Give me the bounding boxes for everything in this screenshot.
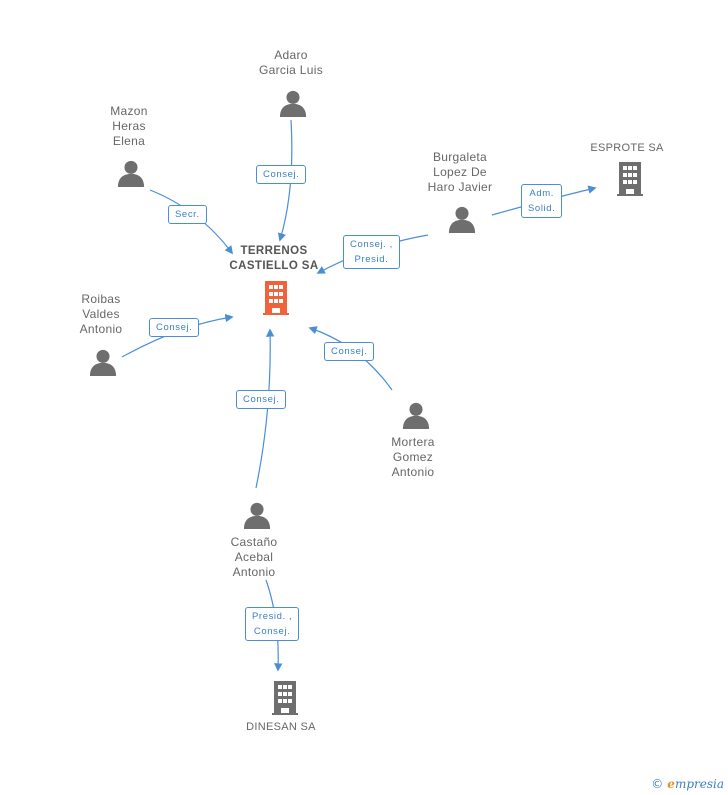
node-label-burgaleta[interactable]: Burgaleta Lopez De Haro Javier (427, 150, 493, 194)
edge-label-mazon: Secr. (168, 205, 207, 224)
node-label-center[interactable]: TERRENOS CASTIELLO SA (229, 245, 319, 272)
person-icon-castano (243, 502, 271, 529)
node-label-adaro[interactable]: Adaro Garcia Luis (259, 48, 323, 77)
empresia-logo: ©empresia (651, 777, 724, 791)
edge-label-dinesan: Presid. , Consej. (245, 607, 300, 641)
person-icon-mazon (117, 160, 145, 187)
edge-label-esprote: Adm. Solid. (521, 184, 563, 218)
brand-initial: e (667, 777, 675, 791)
person-icon-adaro (279, 90, 307, 117)
edge-label-roibas: Consej. (149, 318, 200, 337)
node-label-roibas[interactable]: Roibas Valdes Antonio (79, 292, 123, 336)
edge-castano-to-center (255, 328, 275, 489)
node-label-castano[interactable]: Castaño Acebal Antonio (230, 535, 278, 579)
building-icon-dinesan (272, 681, 298, 715)
building-icon-center (263, 281, 289, 315)
edge-label-adaro: Consej. (256, 165, 307, 184)
person-icon-burgaleta (448, 206, 476, 233)
node-label-dinesan[interactable]: DINESAN SA (246, 721, 316, 733)
edge-adaro-to-center (277, 119, 293, 242)
node-label-mazon[interactable]: Mazon Heras Elena (110, 104, 148, 148)
person-icon-mortera (402, 402, 430, 429)
brand-name: mpresia (674, 777, 724, 791)
edge-label-burgaleta: Consej. , Presid. (343, 235, 400, 269)
copyright-symbol: © (651, 777, 664, 791)
building-icon-esprote (617, 162, 643, 196)
node-label-esprote[interactable]: ESPROTE SA (590, 142, 664, 154)
edge-label-castano: Consej. (236, 390, 287, 409)
node-label-mortera[interactable]: Mortera Gomez Antonio (391, 435, 435, 479)
person-icon-roibas (89, 349, 117, 376)
edge-label-mortera: Consej. (324, 342, 375, 361)
